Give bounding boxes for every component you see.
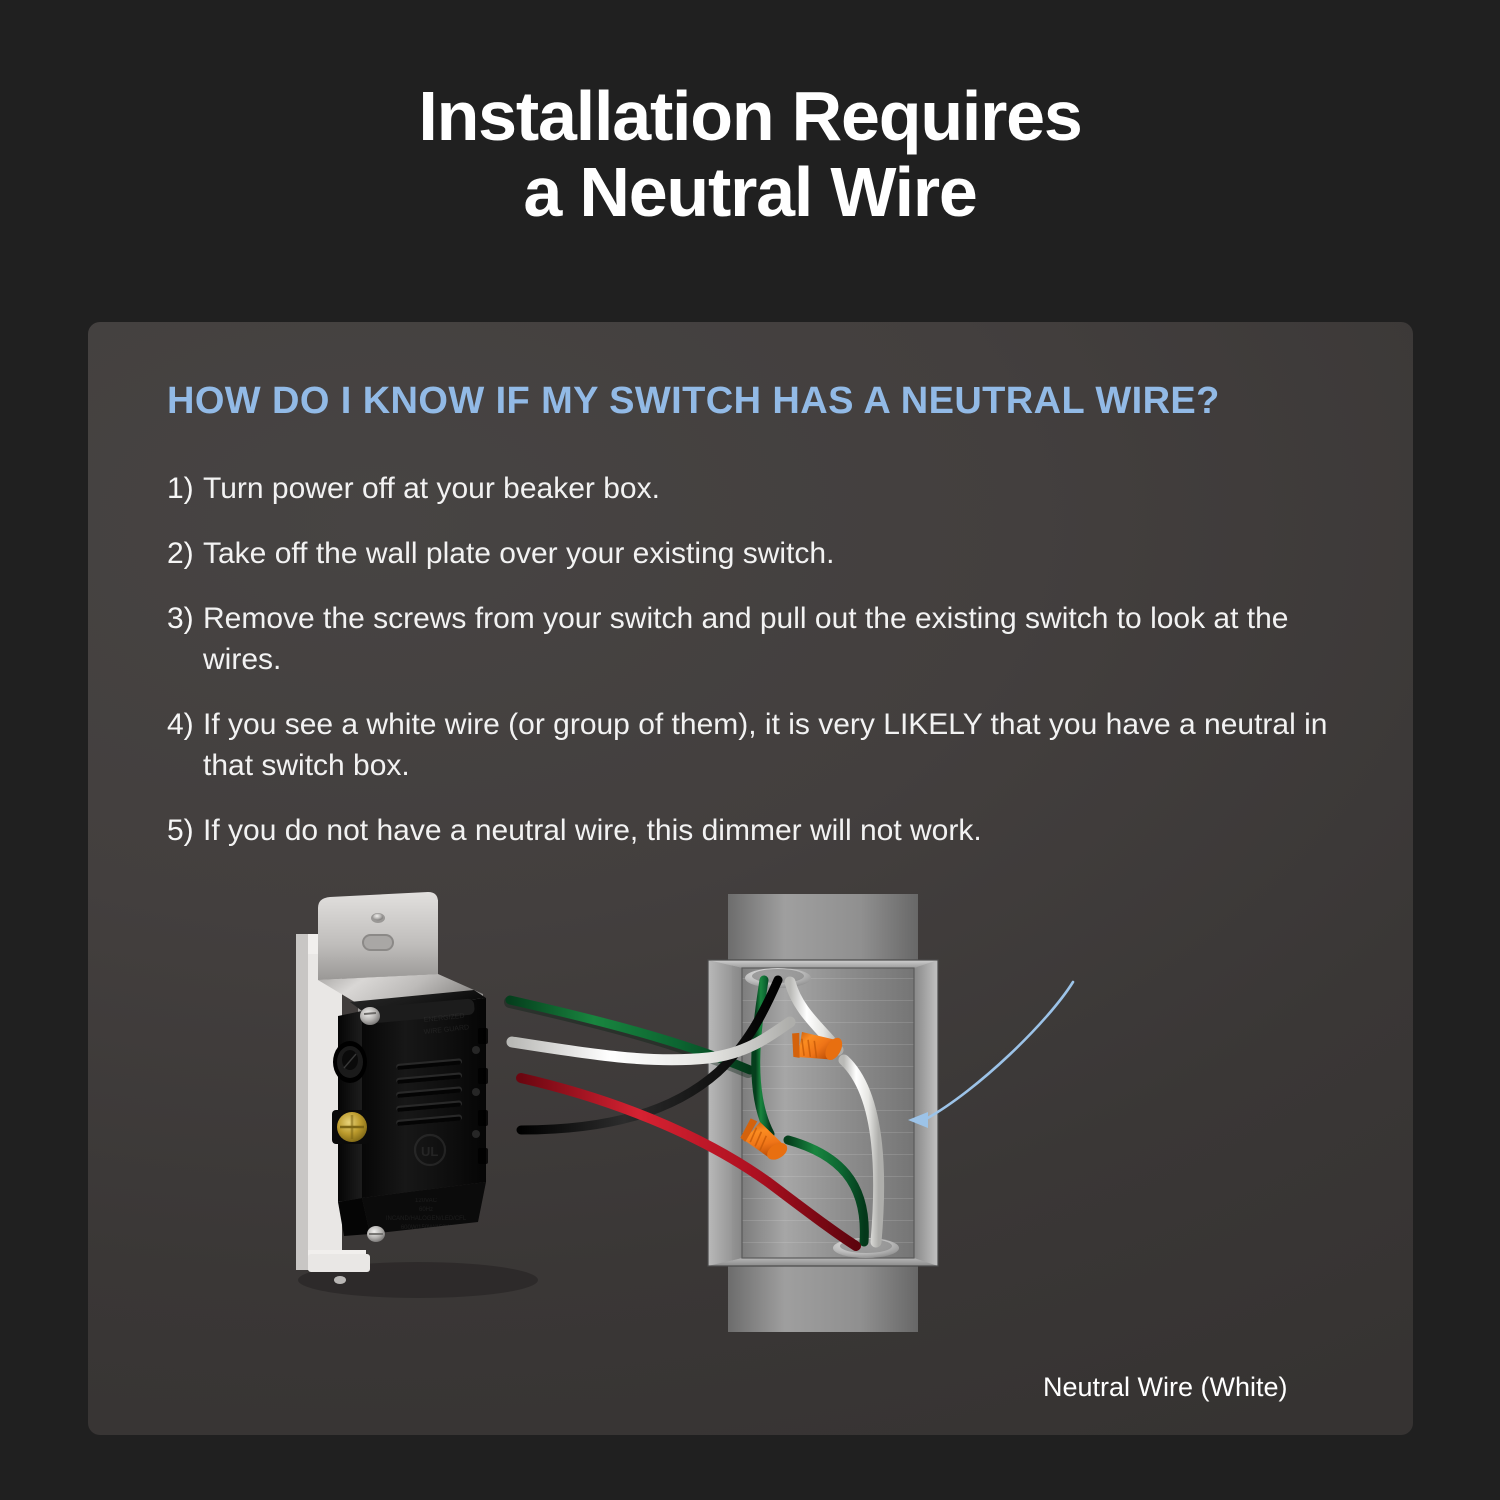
list-item: 2) Take off the wall plate over your exi… bbox=[167, 533, 1357, 574]
list-item: 3) Remove the screws from your switch an… bbox=[167, 598, 1357, 680]
svg-text:60Hz: 60Hz bbox=[419, 1207, 433, 1213]
green-ground-wire-top bbox=[751, 975, 775, 1139]
steps-list: 1) Turn power off at your beaker box. 2)… bbox=[167, 468, 1357, 875]
info-panel: HOW DO I KNOW IF MY SWITCH HAS A NEUTRAL… bbox=[88, 322, 1413, 1435]
wire-nut-lower bbox=[740, 1118, 788, 1160]
svg-text:ENERGIZED: ENERGIZED bbox=[423, 1013, 464, 1024]
list-item: 5) If you do not have a neutral wire, th… bbox=[167, 810, 1357, 851]
white-neutral-wire-left bbox=[506, 1016, 796, 1066]
svg-text:600W/150W/150W: 600W/150W/150W bbox=[401, 1225, 452, 1231]
step-text: If you see a white wire (or group of the… bbox=[203, 708, 1328, 782]
step-text: Remove the screws from your switch and p… bbox=[203, 602, 1289, 676]
step-number: 1) bbox=[167, 472, 194, 505]
page-title: Installation Requires a Neutral Wire bbox=[0, 78, 1500, 230]
wiring-illustration: ENERGIZED WIRE GUARD bbox=[278, 882, 1378, 1382]
svg-text:WIRE GUARD: WIRE GUARD bbox=[423, 1024, 469, 1036]
step-text: Turn power off at your beaker box. bbox=[203, 472, 660, 505]
page-title-line-1: Installation Requires bbox=[418, 77, 1082, 155]
step-number: 3) bbox=[167, 602, 194, 635]
wire-bundle bbox=[504, 975, 885, 1251]
green-ground-wire-bottom bbox=[783, 1135, 869, 1247]
red-traveler-wire bbox=[516, 1073, 861, 1251]
svg-text:UL: UL bbox=[421, 1144, 438, 1159]
svg-text:INCAND/HALOGEN/LED/CFL: INCAND/HALOGEN/LED/CFL bbox=[386, 1216, 467, 1222]
white-neutral-wire-main bbox=[838, 1054, 885, 1248]
wire-nut-upper bbox=[792, 1032, 843, 1060]
dimmer-switch-group: ENERGIZED WIRE GUARD bbox=[296, 892, 538, 1298]
black-hot-wire bbox=[516, 975, 783, 1135]
svg-text:120VAC: 120VAC bbox=[415, 1198, 438, 1204]
panel-heading: HOW DO I KNOW IF MY SWITCH HAS A NEUTRAL… bbox=[167, 380, 1220, 422]
step-text: Take off the wall plate over your existi… bbox=[203, 537, 835, 570]
list-item: 1) Turn power off at your beaker box. bbox=[167, 468, 1357, 509]
step-number: 4) bbox=[167, 708, 194, 741]
step-number: 5) bbox=[167, 814, 194, 847]
mounting-screw-top bbox=[360, 1007, 380, 1025]
step-text: If you do not have a neutral wire, this … bbox=[203, 814, 982, 847]
step-number: 2) bbox=[167, 537, 194, 570]
page-title-line-2: a Neutral Wire bbox=[523, 153, 977, 231]
callout-arrow bbox=[908, 980, 1075, 1128]
list-item: 4) If you see a white wire (or group of … bbox=[167, 704, 1357, 786]
neutral-wire-callout-label: Neutral Wire (White) bbox=[1043, 1372, 1288, 1402]
ul-listed-mark: UL bbox=[413, 1133, 447, 1167]
electrical-box-group bbox=[707, 894, 939, 1332]
